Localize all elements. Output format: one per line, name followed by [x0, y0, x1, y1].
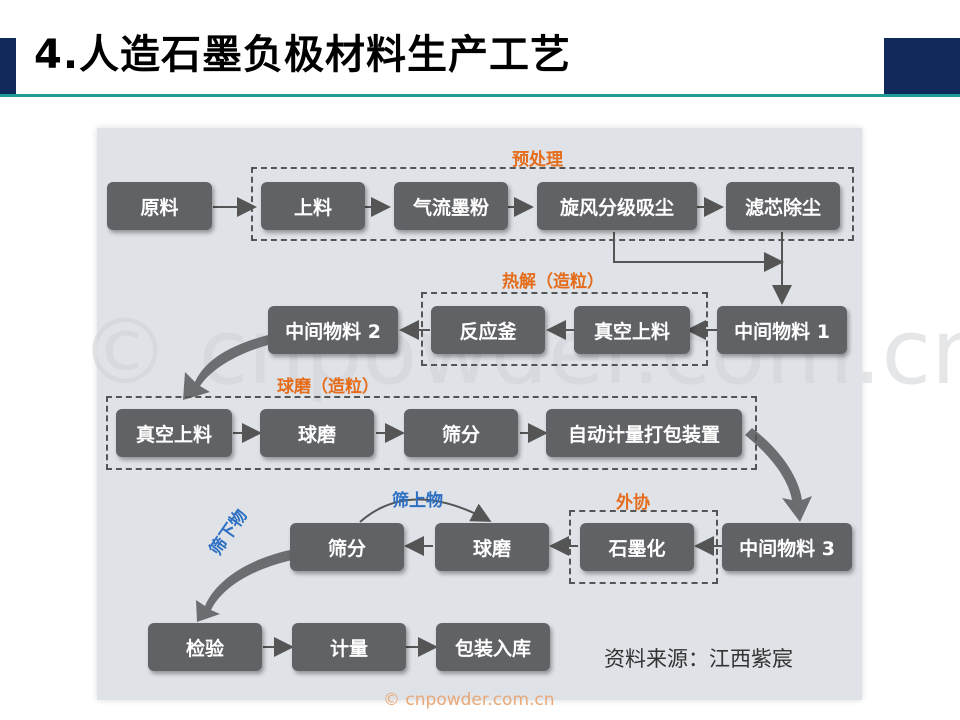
node-inspect: 检验 — [148, 623, 262, 671]
node-cyclone: 旋风分级吸尘 — [537, 182, 697, 230]
node-measure: 计量 — [292, 623, 406, 671]
node-sieve-2: 筛分 — [290, 523, 404, 571]
node-raw-material: 原料 — [107, 182, 212, 230]
group-pyrolysis — [421, 292, 708, 366]
node-auto-pack: 自动计量打包装置 — [546, 409, 742, 457]
page-title: 4.人造石墨负极材料生产工艺 — [34, 32, 572, 78]
node-jet-mill: 气流墨粉 — [394, 182, 508, 230]
title-accent-left — [0, 38, 16, 94]
node-sieve-1: 筛分 — [404, 409, 518, 457]
group-label-outsource: 外协 — [616, 493, 650, 513]
watermark-footer: © cnpowder.com.cn — [383, 690, 555, 710]
group-pretreat — [251, 167, 854, 241]
node-graphitize: 石墨化 — [580, 523, 694, 571]
edge-label-oversize: 筛上物 — [392, 491, 443, 511]
node-vacuum-feed-1: 真空上料 — [574, 306, 690, 354]
node-vacuum-feed-2: 真空上料 — [116, 409, 232, 457]
node-intermediate-3: 中间物料 3 — [722, 523, 852, 571]
group-milling — [106, 396, 757, 470]
group-label-milling: 球磨（造粒） — [277, 377, 379, 397]
node-intermediate-1: 中间物料 1 — [717, 306, 847, 354]
node-intermediate-2: 中间物料 2 — [268, 306, 398, 354]
node-filter: 滤芯除尘 — [726, 182, 840, 230]
group-label-pyrolysis: 热解（造粒） — [502, 272, 604, 292]
group-outsource — [569, 510, 718, 584]
source-note: 资料来源：江西紫宸 — [604, 647, 793, 671]
node-pack-store: 包装入库 — [436, 623, 550, 671]
title-accent-right — [884, 38, 960, 94]
node-ball-mill-1: 球磨 — [260, 409, 374, 457]
node-reactor: 反应釜 — [431, 306, 545, 354]
group-label-pretreat: 预处理 — [512, 150, 563, 170]
node-feed: 上料 — [261, 182, 365, 230]
title-divider — [0, 94, 960, 97]
node-ball-mill-2: 球磨 — [435, 523, 549, 571]
